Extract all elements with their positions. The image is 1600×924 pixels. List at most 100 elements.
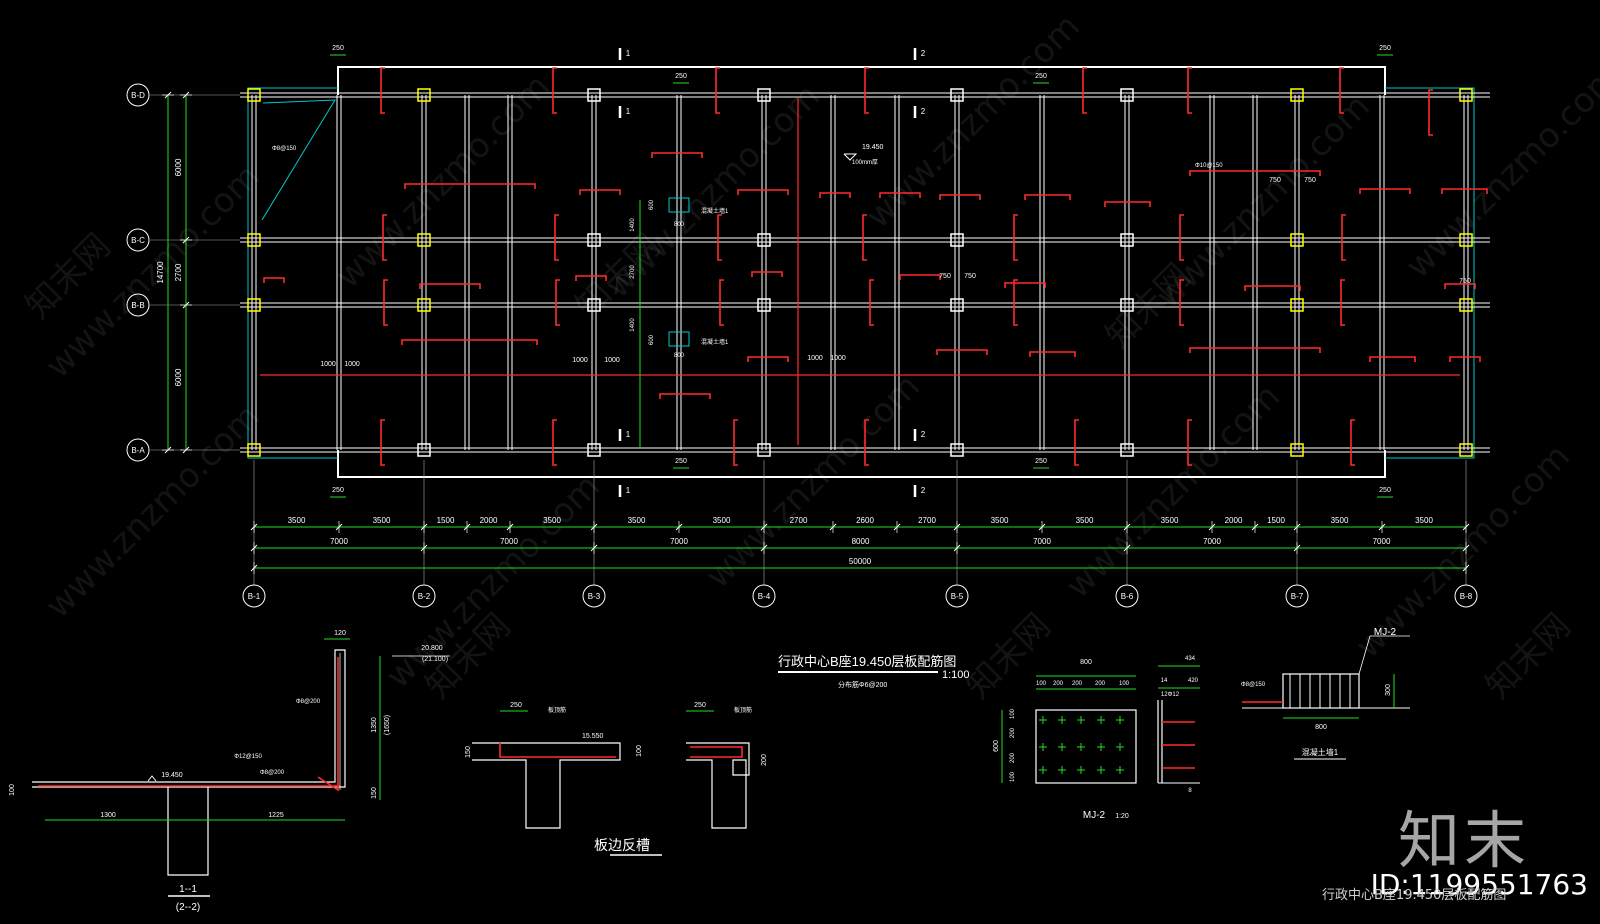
section-rebar-label: Φ8@200 bbox=[296, 699, 321, 705]
rebar-top bbox=[737, 189, 789, 195]
rebar-v bbox=[719, 279, 724, 326]
rebar-v bbox=[383, 279, 388, 326]
dim-text: 1000 bbox=[344, 361, 360, 368]
cantilever-dim: 250 bbox=[1379, 487, 1391, 494]
dim-text: 750 bbox=[964, 273, 976, 280]
dim-sub-slash bbox=[250, 523, 258, 531]
dim-bay-slash bbox=[590, 544, 598, 552]
dim-bay-slash bbox=[953, 544, 961, 552]
dim-text: 1000 bbox=[572, 357, 588, 364]
column bbox=[587, 88, 601, 102]
mj2-dim-text: 200 bbox=[1072, 681, 1083, 687]
cantilever-dim: 250 bbox=[675, 458, 687, 465]
dim-sub-slash bbox=[675, 523, 683, 531]
rebar-v bbox=[862, 214, 867, 261]
rebar-top bbox=[747, 356, 789, 362]
opening-rect bbox=[668, 331, 690, 347]
mj2b-dim-text: 300 bbox=[1385, 684, 1392, 696]
axis-bubble bbox=[126, 83, 150, 107]
column bbox=[247, 88, 261, 102]
mj2-dim-text: 100 bbox=[1010, 708, 1016, 719]
column bbox=[950, 233, 964, 247]
column bbox=[1290, 233, 1304, 247]
dim-bay-text: 7000 bbox=[1373, 537, 1391, 546]
section-dim-text: 150 bbox=[371, 787, 378, 799]
dim-rows-slash bbox=[182, 446, 190, 454]
footer-title: 行政中心B座19.450层板配筋图 bbox=[1322, 888, 1507, 903]
dim-rowtotal-slash bbox=[164, 446, 172, 454]
axis-label: B-8 bbox=[1460, 592, 1473, 601]
dim-sub-text: 2000 bbox=[1225, 516, 1243, 525]
dim-bay-text: 7000 bbox=[330, 537, 348, 546]
section-mark: 1 bbox=[626, 107, 631, 116]
dim-text: 1400 bbox=[630, 318, 636, 332]
axis-bubble bbox=[1115, 584, 1139, 608]
mj2-scale: 1:20 bbox=[1115, 813, 1129, 820]
section-mark: 1 bbox=[626, 486, 631, 495]
column bbox=[950, 298, 964, 312]
dim-sub-slash bbox=[506, 523, 514, 531]
edge-diagonal bbox=[261, 99, 336, 221]
axis-label: B-D bbox=[131, 91, 145, 100]
rebar-v bbox=[555, 279, 560, 326]
drawing-title: 行政中心B座19.450层板配筋图 1:100 分布筋Φ6@200 bbox=[778, 654, 970, 689]
rebar-top bbox=[263, 277, 285, 283]
column bbox=[1120, 88, 1134, 102]
edge-dim-text: 100 bbox=[636, 745, 643, 757]
section-beam bbox=[167, 787, 209, 876]
axis-bubble bbox=[242, 584, 266, 608]
opening-rect bbox=[668, 197, 690, 213]
axis-label: B-2 bbox=[418, 592, 431, 601]
dim-text: 1000 bbox=[807, 355, 823, 362]
title-note: 分布筋Φ6@200 bbox=[838, 680, 887, 689]
title-scale: 1:100 bbox=[942, 669, 970, 681]
rebar-v bbox=[869, 279, 874, 326]
rebar-v bbox=[1428, 89, 1433, 136]
image-id: ID:1199551763 bbox=[1370, 868, 1588, 901]
rebar-top bbox=[401, 339, 538, 345]
section-mark: 1 bbox=[626, 49, 631, 58]
dim-sub-slash bbox=[420, 523, 428, 531]
dim-text: 800 bbox=[674, 353, 685, 359]
axis-bubble bbox=[1454, 584, 1478, 608]
mj2-plate bbox=[1035, 709, 1137, 784]
rebar-top bbox=[1189, 170, 1321, 176]
dim-sub-slash bbox=[1251, 523, 1259, 531]
rebar-label: Φ10@150 bbox=[1195, 163, 1223, 169]
dim-sub-text: 3500 bbox=[373, 516, 391, 525]
rebar-top bbox=[819, 192, 851, 198]
dim-sub-slash bbox=[1378, 523, 1386, 531]
section-dim-text: 1225 bbox=[268, 812, 284, 819]
rebar-top bbox=[899, 274, 941, 280]
watermark-text: www.znzmo.com bbox=[698, 366, 928, 596]
section-mark: 2 bbox=[921, 107, 926, 116]
dim-rowtotal-text: 14700 bbox=[156, 261, 165, 284]
dim-sub-text: 2600 bbox=[856, 516, 874, 525]
dim-total-text: 50000 bbox=[849, 557, 872, 566]
rebar-top bbox=[936, 349, 988, 355]
edge-rebar-2 bbox=[690, 746, 743, 758]
rebar-top bbox=[1369, 356, 1416, 362]
mj2b-wall bbox=[1282, 673, 1360, 709]
rebar-v bbox=[380, 67, 385, 114]
rebar-top bbox=[1029, 351, 1076, 357]
axis-bubble bbox=[412, 584, 436, 608]
dim-rows-slash bbox=[182, 91, 190, 99]
rebar-v bbox=[1013, 279, 1018, 326]
axis-bubble bbox=[752, 584, 776, 608]
dim-bay-text: 7000 bbox=[1203, 537, 1221, 546]
column bbox=[417, 233, 431, 247]
mj2-dim-text: 100 bbox=[1036, 681, 1047, 687]
column bbox=[247, 298, 261, 312]
column bbox=[757, 233, 771, 247]
section-dim-text: 120 bbox=[334, 630, 346, 637]
axis-label: B-B bbox=[131, 301, 144, 310]
mj2-side-text: 8 bbox=[1188, 788, 1192, 794]
dim-rows-text: 6000 bbox=[174, 158, 183, 176]
section-elev-text: (21.100) bbox=[422, 656, 448, 663]
rebar-v bbox=[1082, 67, 1087, 114]
rebar-top bbox=[1359, 188, 1411, 194]
dim-bay-text: 7000 bbox=[500, 537, 518, 546]
